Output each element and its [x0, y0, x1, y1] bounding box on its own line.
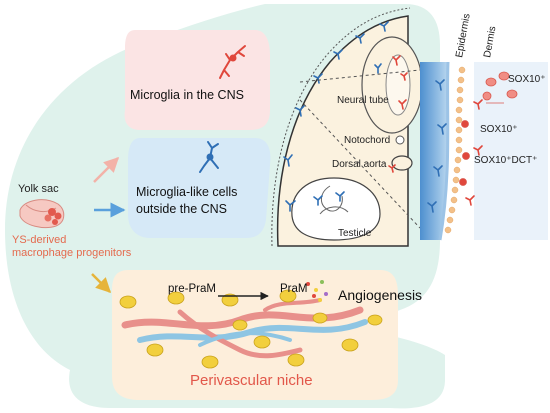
neural-tube [361, 36, 423, 134]
microglia-cell-icon [388, 55, 408, 173]
dorsal-aorta [391, 155, 413, 171]
perivascular-niche-label: Perivascular niche [190, 372, 313, 389]
microglia-cell-icon [465, 99, 483, 206]
arrow-icon [93, 156, 120, 183]
microglia-like-label-line2: outside the CNS [136, 202, 227, 216]
notochord [395, 135, 405, 145]
sox10-cells [459, 71, 518, 186]
yolk-sac-icon [19, 199, 65, 229]
notochord-label: Notochord [344, 135, 390, 146]
outside-cns-panel: Microglia-like cells outside the CNS [128, 138, 271, 238]
sox10-label-a: SOX10⁺ [508, 74, 546, 85]
microglia-cell-icon [427, 79, 447, 213]
macrophage-cell-icon [119, 289, 383, 369]
testicle-label: Testicle [338, 228, 372, 239]
skin-panel: Epidermis Dermis SOX10⁺ SOX10⁺ SOX10⁺DCT… [420, 13, 548, 241]
testicle [291, 177, 381, 241]
dermis-label: Dermis [482, 25, 498, 58]
microglia-cns-label: Microglia in the CNS [130, 88, 244, 102]
epidermis-label: Epidermis [454, 13, 473, 59]
cns-microglia-panel: Microglia in the CNS [124, 30, 270, 130]
microglia-like-label-line1: Microglia-like cells [136, 185, 237, 199]
melanocyte-band [444, 66, 466, 234]
microglia-cell-icon [219, 45, 246, 79]
progenitors-label-line1: YS-derived [12, 234, 66, 246]
sox10-label-b: SOX10⁺ [480, 124, 518, 135]
progenitors-label-line2: macrophage progenitors [12, 247, 132, 259]
neural-tube-label: Neural tube [337, 95, 389, 106]
arrows [91, 156, 126, 294]
pre-pram-label: pre-PraM [168, 283, 216, 295]
angiogenesis-dots [306, 280, 328, 302]
dorsal-aorta-label: Dorsal aorta [332, 159, 387, 170]
embryo-section: Neural tube Notochord Dorsal aorta Testi… [271, 7, 423, 247]
perivascular-niche-panel: pre-PraM PraM Angiogenesis Perivascular … [112, 270, 422, 400]
arrow-icon [91, 273, 112, 294]
yolk-sac-label: Yolk sac [18, 183, 59, 195]
callout-lines [299, 69, 421, 229]
microglia-cell-icon [199, 141, 219, 173]
angiogenesis-label: Angiogenesis [338, 287, 422, 303]
sox10-dct-label: SOX10⁺DCT⁺ [474, 155, 537, 166]
yolk-sac-group: Yolk sac YS-derived macrophage progenito… [12, 183, 132, 259]
pram-label: PraM [280, 283, 307, 295]
